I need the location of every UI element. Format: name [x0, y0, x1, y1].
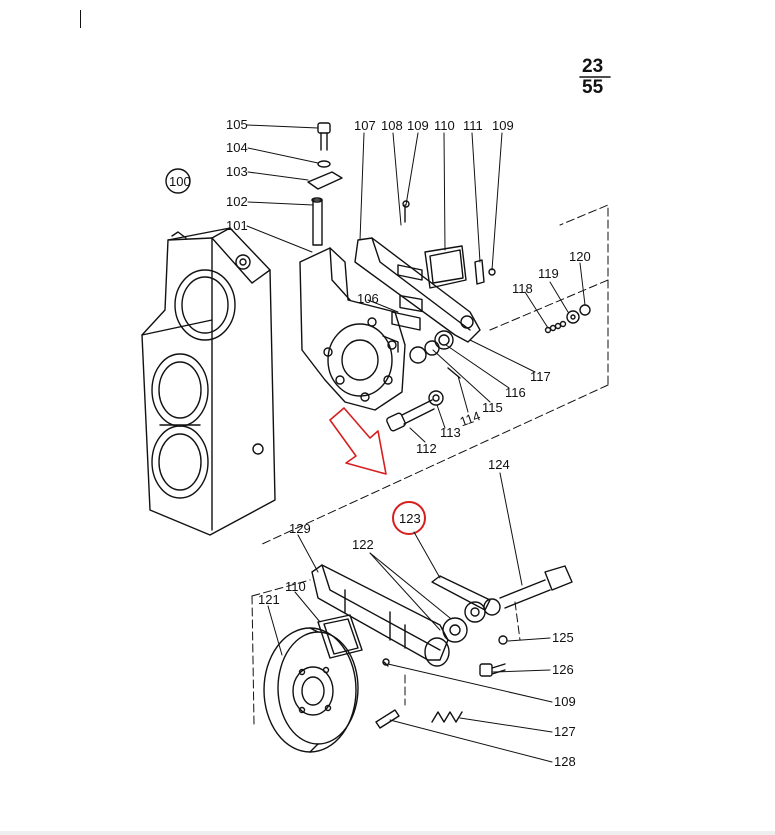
fasteners-105-102 — [307, 122, 343, 246]
label-123: 123 — [399, 511, 421, 526]
label-127: 127 — [554, 724, 576, 739]
label-110-lower: 110 — [285, 579, 306, 594]
parts-118-120 — [544, 304, 591, 334]
label-109-right: 109 — [492, 118, 514, 133]
text-cursor — [80, 10, 81, 28]
label-128: 128 — [554, 754, 576, 769]
page-numerator: 23 — [582, 56, 603, 77]
label-120: 120 — [569, 249, 591, 264]
label-125: 125 — [552, 630, 574, 645]
label-116: 116 — [505, 385, 526, 400]
page-number: 23 55 — [579, 56, 611, 98]
bottom-edge — [0, 831, 775, 835]
label-110-upper: 110 — [434, 118, 455, 133]
part-labels: 105 104 103 102 101 107 108 109 110 111 … — [226, 117, 591, 769]
bracket-101 — [299, 247, 406, 411]
label-121: 121 — [258, 592, 280, 607]
label-119: 119 — [538, 266, 559, 281]
label-108: 108 — [381, 118, 403, 133]
page-denominator: 55 — [582, 77, 604, 98]
assembly-id-circle: 100 — [165, 168, 191, 194]
label-115: 115 — [482, 400, 503, 415]
bearings-114-117 — [409, 330, 461, 406]
label-109-upper: 109 — [407, 118, 429, 133]
label-109-lower: 109 — [554, 694, 576, 709]
label-107: 107 — [354, 118, 376, 133]
label-122: 122 — [352, 537, 374, 552]
gearbox-housing — [141, 227, 276, 536]
label-114: 114 — [458, 408, 483, 429]
direction-arrow — [329, 407, 387, 475]
label-126: 126 — [552, 662, 574, 677]
brake-pad-lower-110 — [317, 614, 363, 659]
label-111: 111 — [463, 118, 483, 133]
label-113: 113 — [440, 425, 461, 440]
leader-lines — [246, 124, 586, 763]
lever-129 — [311, 564, 450, 667]
label-105: 105 — [226, 117, 248, 132]
label-106: 106 — [357, 291, 379, 306]
label-129: 129 — [289, 521, 311, 536]
label-112: 112 — [416, 441, 437, 456]
label-101: 101 — [226, 218, 248, 233]
label-117: 117 — [530, 369, 551, 384]
bolt-112 — [386, 399, 435, 432]
label-118: 118 — [512, 281, 533, 296]
lower-frame — [251, 579, 521, 725]
label-124: 124 — [488, 457, 510, 472]
small-parts-125-128 — [375, 635, 508, 729]
link-123-124 — [431, 565, 573, 643]
highlight-circle-123 — [392, 501, 426, 535]
label-102: 102 — [226, 194, 248, 209]
label-103: 103 — [226, 164, 248, 179]
label-104: 104 — [226, 140, 248, 155]
lever-107 — [354, 237, 481, 343]
brake-disc-121 — [263, 627, 359, 753]
upper-frame — [259, 204, 609, 546]
assembly-id-label: 100 — [169, 174, 191, 189]
